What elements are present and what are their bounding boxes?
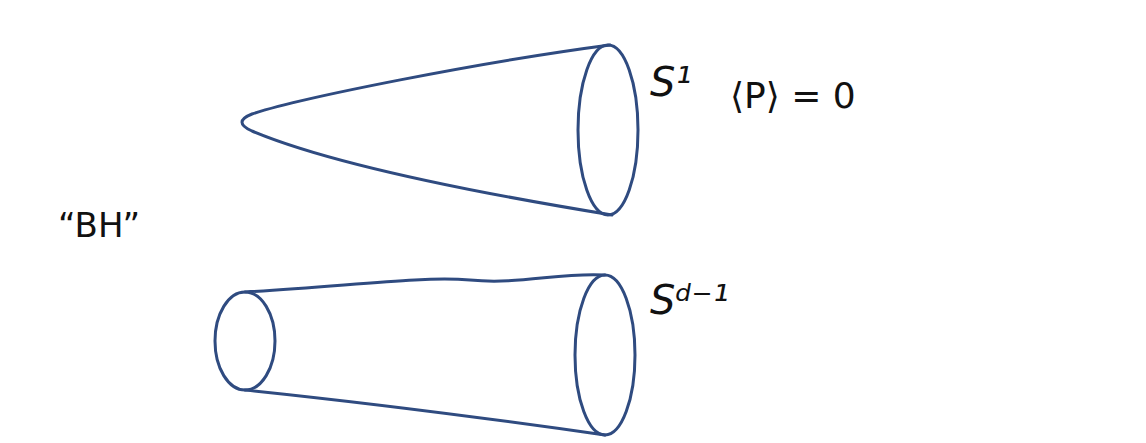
expectation-label: ⟨P⟩ = 0 <box>730 78 856 114</box>
circle-label: S¹ <box>650 62 691 102</box>
bh-label: “BH” <box>58 208 140 242</box>
circle-boundary <box>578 45 638 215</box>
tube-left-end <box>215 292 275 390</box>
tube-bottom-outline <box>245 390 605 435</box>
sphere-label: Sᵈ⁻¹ <box>650 280 729 320</box>
sphere-boundary <box>575 275 635 435</box>
tube-top-outline <box>245 275 605 292</box>
cigar-outline <box>242 45 612 215</box>
